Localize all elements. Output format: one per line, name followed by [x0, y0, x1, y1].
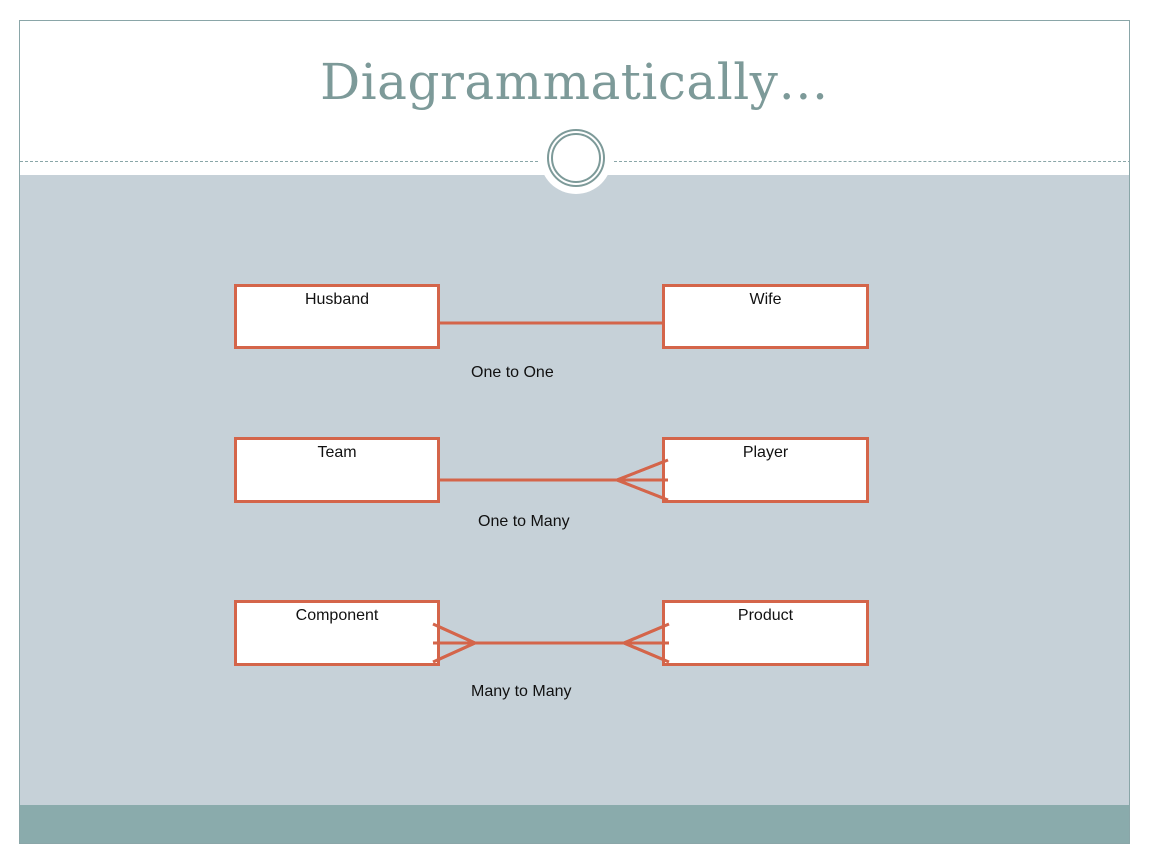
- circle-ornament-icon: [540, 122, 612, 194]
- entity-product: Product: [662, 600, 869, 666]
- slide: Diagrammatically…: [19, 20, 1130, 844]
- entity-label: Component: [295, 607, 379, 624]
- entity-player: Player: [662, 437, 869, 503]
- relationship-label-one-to-one: One to One: [471, 364, 554, 381]
- entity-husband: Husband: [234, 284, 440, 349]
- slide-title: Diagrammatically…: [320, 53, 829, 111]
- entity-team: Team: [234, 437, 440, 503]
- ornament-ring-inner: [551, 133, 601, 183]
- entity-label: Product: [737, 607, 794, 624]
- entity-label: Player: [742, 444, 789, 461]
- entity-wife: Wife: [662, 284, 869, 349]
- title-divider-left: [20, 161, 538, 162]
- entity-label: Team: [317, 444, 357, 461]
- entity-label: Wife: [749, 291, 782, 308]
- relationship-label-many-to-many: Many to Many: [471, 683, 572, 700]
- title-divider-right: [614, 161, 1129, 162]
- entity-component: Component: [234, 600, 440, 666]
- content-area: [20, 175, 1129, 805]
- entity-label: Husband: [304, 291, 370, 308]
- relationship-label-one-to-many: One to Many: [478, 513, 570, 530]
- footer-bar: [20, 805, 1129, 843]
- ornament-ring-outer: [547, 129, 605, 187]
